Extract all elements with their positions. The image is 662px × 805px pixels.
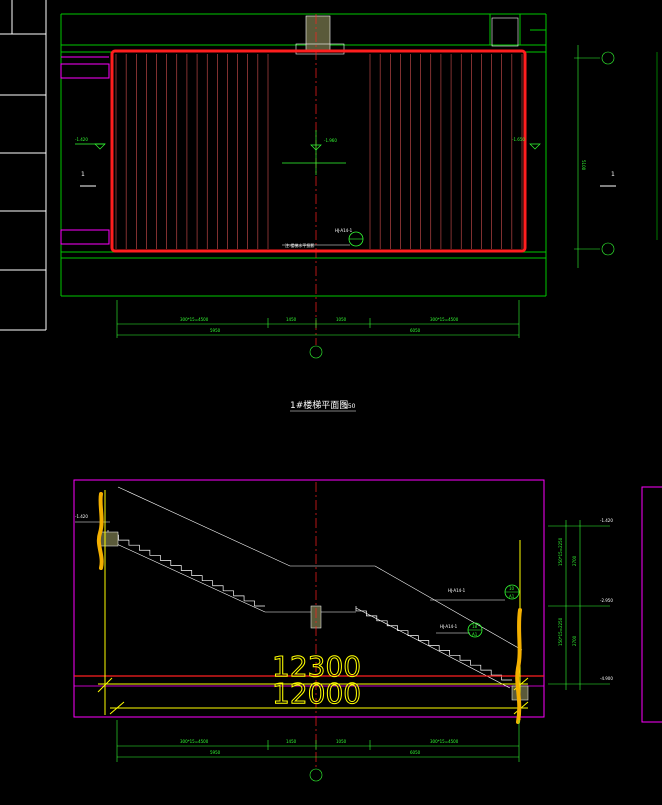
highlight-box xyxy=(110,49,527,253)
section-dim-2: 1450 xyxy=(286,739,297,744)
orange-markup-left xyxy=(96,492,104,570)
orange-markup-right xyxy=(515,608,522,724)
section-mark-right-label: 1 xyxy=(611,171,615,178)
section-dim-big-2: 12000 xyxy=(272,677,361,710)
section-dim-5: 5950 xyxy=(210,750,221,755)
section-dims xyxy=(116,720,520,782)
section-dim-4: 300*15=4500 xyxy=(430,739,459,744)
level-center: -1.960 xyxy=(324,138,337,143)
section-bubble-2-bot: A1 xyxy=(472,632,478,637)
stair-flight-2 xyxy=(355,606,512,681)
section-bubble-1-top: 10 xyxy=(509,586,515,591)
section-mark-left-label: 1 xyxy=(81,171,85,178)
level-markers xyxy=(75,143,541,151)
section-dim-big-1: 12300 xyxy=(272,650,361,683)
plan-note-ref: HJ-A14-1 xyxy=(335,228,353,233)
section-note-1: HJ-A14-1 xyxy=(448,588,466,593)
plan-dim-3: 1050 xyxy=(336,317,347,322)
section-notes xyxy=(430,599,505,634)
plan-dim-1: 300*15=4500 xyxy=(180,317,209,322)
plan-note-text: 注:楼梯水平投影 xyxy=(285,242,314,248)
stair-plan: -1.420 -1.960 -1.650 1 1 HJ-A14-1 注:楼梯水平… xyxy=(60,13,658,359)
stair-treads xyxy=(115,54,523,249)
level-left: -1.420 xyxy=(75,137,88,142)
plan-dim-5: 5950 xyxy=(210,328,221,333)
section-level-top-left: -1.420 xyxy=(75,514,88,519)
section-frame xyxy=(73,479,545,718)
plan-dim-6: 6050 xyxy=(410,328,421,333)
section-bubble-1-bot: A1 xyxy=(509,594,515,599)
section-dim-3: 1050 xyxy=(336,739,347,744)
section-level-mid-right: -2.950 xyxy=(600,598,613,603)
section-right-dims xyxy=(548,520,610,690)
level-right: -1.650 xyxy=(512,137,525,142)
plan-dim-right: 5100 xyxy=(581,160,586,171)
section-dim-v4: 2700 xyxy=(572,635,577,646)
plan-dims xyxy=(116,300,520,359)
section-dim-v3: 150*15=2250 xyxy=(558,617,563,646)
plan-frame xyxy=(60,13,547,297)
plan-right-dims xyxy=(574,45,615,268)
section-dim-6: 6050 xyxy=(410,750,421,755)
plan-title: 1#楼梯平面图 xyxy=(290,399,348,411)
section-level-bot-right: -4.900 xyxy=(600,676,613,681)
plan-scale: 150 xyxy=(344,403,356,410)
stair-section: -1.420 HJ-A14-1 HJ-A14-1 10 A1 18 A1 150… xyxy=(73,479,662,782)
wall-hatch xyxy=(295,15,519,55)
section-dim-1: 300*15=4500 xyxy=(180,739,209,744)
section-dim-v2: 2700 xyxy=(572,555,577,566)
left-title-block xyxy=(0,0,47,331)
section-level-top-right: -1.420 xyxy=(600,518,613,523)
section-dim-v1: 150*15=2250 xyxy=(558,537,563,566)
plan-dim-4: 300*15=4500 xyxy=(430,317,459,322)
plan-dim-2: 1450 xyxy=(286,317,297,322)
landing-marks xyxy=(60,56,110,245)
section-bubble-2-top: 18 xyxy=(472,624,478,629)
stair-flight-1 xyxy=(107,530,265,607)
section-note-2: HJ-A14-1 xyxy=(440,624,458,629)
